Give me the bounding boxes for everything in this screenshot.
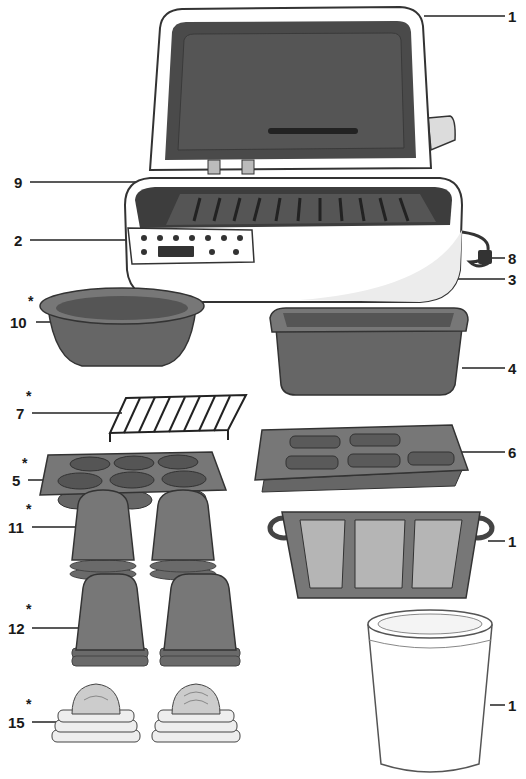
label-text: 1 <box>508 533 516 550</box>
label-text: 2 <box>14 232 22 249</box>
footnote-asterisk: * <box>22 456 27 470</box>
grill-base <box>125 178 492 302</box>
callout-number: 1 <box>508 534 516 549</box>
callout-number: 2 <box>14 233 22 248</box>
label-text: * <box>26 501 31 517</box>
label-text: 11 <box>8 519 24 536</box>
callout-number: 12 <box>8 621 25 636</box>
storage-container <box>368 610 492 772</box>
label-text: * <box>26 696 31 712</box>
label-text: 7 <box>16 405 24 422</box>
callout-number: 9 <box>14 175 22 190</box>
leader-lines <box>28 16 505 722</box>
grill-lid <box>150 7 455 174</box>
callout-number: 1 <box>508 698 516 713</box>
label-text: 12 <box>8 620 25 637</box>
label-text: * <box>26 601 31 617</box>
wire-rack <box>110 395 246 442</box>
cooking-bowl <box>40 288 204 366</box>
callout-number: 15 <box>8 715 25 730</box>
label-text: 5 <box>12 472 20 489</box>
callout-number: 5 <box>12 473 20 488</box>
label-text: 8 <box>508 250 516 267</box>
callout-number: 7 <box>16 406 24 421</box>
label-text: 9 <box>14 174 22 191</box>
label-text: 6 <box>508 444 516 461</box>
footnote-asterisk: * <box>28 294 33 308</box>
bar-tray <box>255 425 468 492</box>
callout-number: 6 <box>508 445 516 460</box>
label-text: * <box>26 388 31 404</box>
callout-number: 1 <box>508 9 516 24</box>
callout-number: 11 <box>8 520 24 535</box>
label-text: * <box>22 455 27 471</box>
label-text: 4 <box>508 360 516 377</box>
callout-number: 4 <box>508 361 516 376</box>
label-text: 1 <box>508 697 516 714</box>
label-text: 15 <box>8 714 25 731</box>
callout-number: 3 <box>508 272 516 287</box>
bread-molds <box>52 684 240 742</box>
label-text: 1 <box>508 8 516 25</box>
footnote-asterisk: * <box>26 389 31 403</box>
footnote-asterisk: * <box>26 697 31 711</box>
label-text: * <box>28 293 33 309</box>
loaf-frame <box>270 512 492 598</box>
callout-number: 10 <box>10 315 27 330</box>
footnote-asterisk: * <box>26 502 31 516</box>
callout-number: 8 <box>508 251 516 266</box>
square-molds <box>72 574 240 666</box>
dome-cups <box>70 490 216 580</box>
footnote-asterisk: * <box>26 602 31 616</box>
baking-tray <box>270 308 468 395</box>
label-text: 10 <box>10 314 27 331</box>
label-text: 3 <box>508 271 516 288</box>
